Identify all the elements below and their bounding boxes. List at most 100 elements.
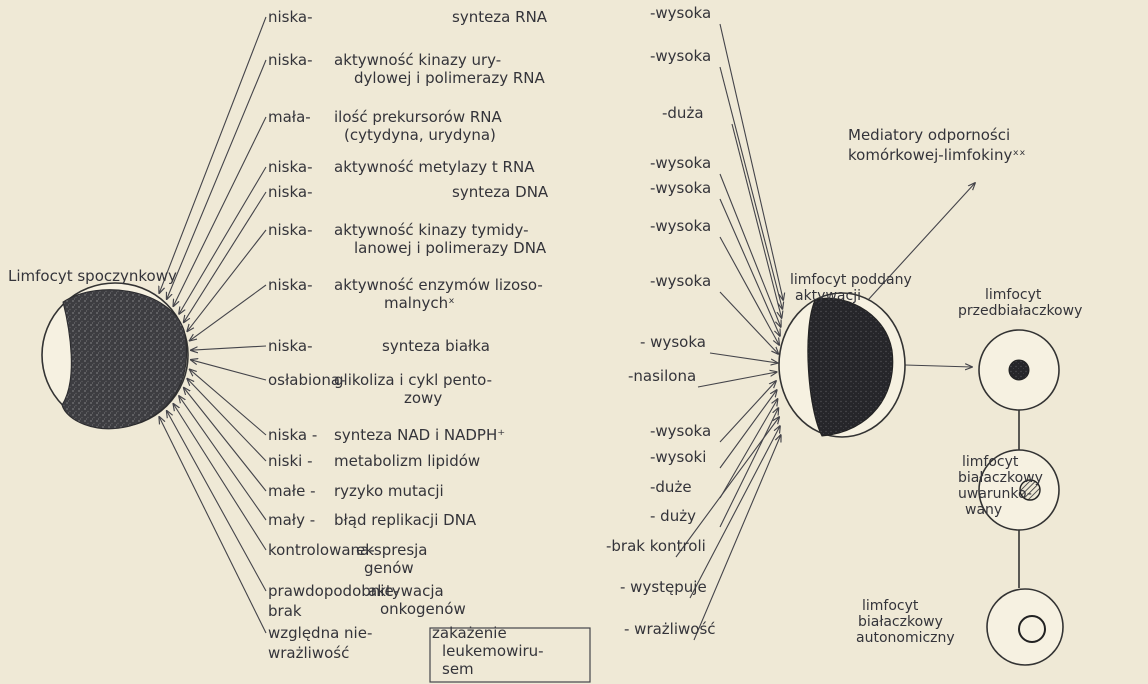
row-process: leukemowiru- bbox=[442, 642, 544, 660]
row-low-state: niska- bbox=[268, 337, 313, 355]
row-process: lanowej i polimerazy DNA bbox=[354, 239, 547, 257]
row-high-state: -wysoka bbox=[650, 422, 711, 440]
row-low-state: niska- bbox=[268, 158, 313, 176]
property-row: osłabiona-glikoliza i cykl pento-zowy-na… bbox=[268, 367, 696, 407]
preleukemic-label-2: przedbiałaczkowy bbox=[958, 303, 1082, 319]
row-high-state: - wrażliwość bbox=[624, 620, 716, 638]
conditioned-label-2: białaczkowy bbox=[958, 470, 1043, 486]
mediators-line-1: Mediatory odporności bbox=[848, 126, 1010, 144]
autonomous-label-2: białaczkowy bbox=[858, 614, 943, 630]
row-high-state: -brak kontroli bbox=[606, 537, 706, 555]
row-process: aktywność kinazy ury- bbox=[334, 51, 501, 69]
arrow-to-resting-cell bbox=[187, 379, 266, 461]
row-low-state-cont: wrażliwość bbox=[268, 644, 349, 662]
row-process: genów bbox=[364, 559, 414, 577]
row-process: aktywność enzymów lizoso- bbox=[334, 276, 543, 294]
autonomous-label-3: autonomiczny bbox=[856, 630, 955, 646]
row-process: glikoliza i cykl pento- bbox=[334, 371, 492, 389]
row-process: zowy bbox=[404, 389, 442, 407]
property-row: niski -metabolizm lipidów-wysoki bbox=[268, 448, 706, 470]
property-rows: niska-synteza RNA-wysokaniska-aktywność … bbox=[268, 4, 716, 678]
arrow-to-activated-cell bbox=[710, 353, 778, 363]
property-row: niska-aktywność enzymów lizoso-malnychˣ -… bbox=[268, 272, 711, 312]
conditioned-label-3: uwarunko- bbox=[958, 486, 1032, 502]
property-row: niska-synteza białka - wysoka bbox=[268, 333, 706, 355]
row-process: dylowej i polimerazy RNA bbox=[354, 69, 546, 87]
row-high-state: -wysoka bbox=[650, 4, 711, 22]
row-process: aktywność metylazy t RNA bbox=[334, 158, 535, 176]
arrow-to-resting-cell bbox=[191, 360, 266, 380]
arrow-to-activated-cell bbox=[698, 372, 777, 387]
arrow-to-resting-cell bbox=[179, 167, 266, 314]
row-low-state: niski - bbox=[268, 452, 313, 470]
row-high-state: -nasilona bbox=[628, 367, 696, 385]
row-low-state: małe - bbox=[268, 482, 315, 500]
activated-cell-label-1: limfocyt poddany bbox=[790, 272, 912, 288]
row-process: malnychˣ bbox=[384, 294, 455, 312]
row-process: onkogenów bbox=[380, 600, 466, 618]
arrow-to-resting-cell bbox=[173, 117, 266, 306]
arrow-to-activated-cell bbox=[720, 237, 779, 345]
arrow-to-resting-cell bbox=[167, 411, 266, 591]
arrow-to-activated-cell bbox=[732, 124, 782, 318]
row-low-state: niska- bbox=[268, 221, 313, 239]
row-process: aktywacja bbox=[368, 582, 444, 600]
property-row: mała-ilość prekursorów RNA(cytydyna, ury… bbox=[268, 104, 704, 144]
arrow-to-activated-cell bbox=[720, 199, 780, 336]
preleukemic-label-1: limfocyt bbox=[985, 287, 1042, 303]
row-low-state: mały - bbox=[268, 511, 315, 529]
property-row: niska-synteza RNA-wysoka bbox=[268, 4, 711, 26]
mediators-label: Mediatory odporności komórkowej-limfokin… bbox=[848, 126, 1026, 164]
autonomous-label-1: limfocyt bbox=[862, 598, 919, 614]
row-high-state: -wysoka bbox=[650, 272, 711, 290]
row-process: synteza NAD i NADPH⁺ bbox=[334, 426, 505, 444]
arrow-to-activated-cell bbox=[694, 435, 781, 640]
property-row: niska-aktywność kinazy tymidy-lanowej i … bbox=[268, 217, 711, 257]
row-high-state: - duży bbox=[650, 507, 696, 525]
property-row: niska - synteza NAD i NADPH⁺ -wysoka bbox=[268, 422, 711, 444]
row-high-state: -wysoki bbox=[650, 448, 706, 466]
row-process: synteza RNA bbox=[452, 8, 548, 26]
row-low-state: niska- bbox=[268, 276, 313, 294]
preleukemic-nucleus bbox=[1009, 360, 1029, 380]
arrow-to-resting-cell bbox=[191, 346, 266, 350]
row-process: ilość prekursorów RNA bbox=[334, 108, 503, 126]
property-row: małe - ryzyko mutacji -duże bbox=[268, 478, 692, 500]
row-process: aktywność kinazy tymidy- bbox=[334, 221, 529, 239]
resting-lymphocyte: Limfocyt spoczynkowy bbox=[8, 267, 188, 429]
mediators-line-2: komórkowej-limfokinyˣˣ bbox=[848, 146, 1026, 164]
activated-lymphocyte: limfocyt poddany aktywacji bbox=[779, 272, 912, 437]
arrow-to-resting-cell bbox=[167, 60, 266, 299]
arrow-to-activated-cell bbox=[720, 67, 782, 309]
arrow-to-resting-cell bbox=[190, 369, 266, 435]
conditioned-label-1: limfocyt bbox=[962, 454, 1019, 470]
row-high-state: -duże bbox=[650, 478, 692, 496]
arrow-to-activated-cell bbox=[720, 399, 778, 498]
row-high-state: - wysoka bbox=[640, 333, 706, 351]
row-process: ryzyko mutacji bbox=[334, 482, 444, 500]
row-low-state: niska- bbox=[268, 183, 313, 201]
row-high-state: -duża bbox=[662, 104, 704, 122]
row-low-state: niska - bbox=[268, 426, 317, 444]
resting-cell-label: Limfocyt spoczynkowy bbox=[8, 267, 177, 285]
row-process: ekspresja bbox=[356, 541, 428, 559]
row-low-state: mała- bbox=[268, 108, 311, 126]
conditioned-label-4: wany bbox=[965, 502, 1002, 518]
row-low-state: względna nie- bbox=[268, 624, 372, 642]
row-high-state: -wysoka bbox=[650, 217, 711, 235]
row-process: synteza białka bbox=[382, 337, 490, 355]
arrow-to-resting-cell bbox=[173, 404, 266, 550]
property-row: względna nie-wrażliwość zakażenieleukemow… bbox=[268, 620, 716, 678]
row-high-state: -wysoka bbox=[650, 154, 711, 172]
row-process: zakażenie bbox=[432, 624, 507, 642]
arrow-to-resting-cell bbox=[179, 396, 266, 520]
row-process: sem bbox=[442, 660, 474, 678]
arrow-to-resting-cell bbox=[184, 192, 266, 322]
autonomous-nucleus bbox=[1019, 616, 1045, 642]
row-low-state: niska- bbox=[268, 51, 313, 69]
row-high-state: -wysoka bbox=[650, 179, 711, 197]
row-high-state: -wysoka bbox=[650, 47, 711, 65]
